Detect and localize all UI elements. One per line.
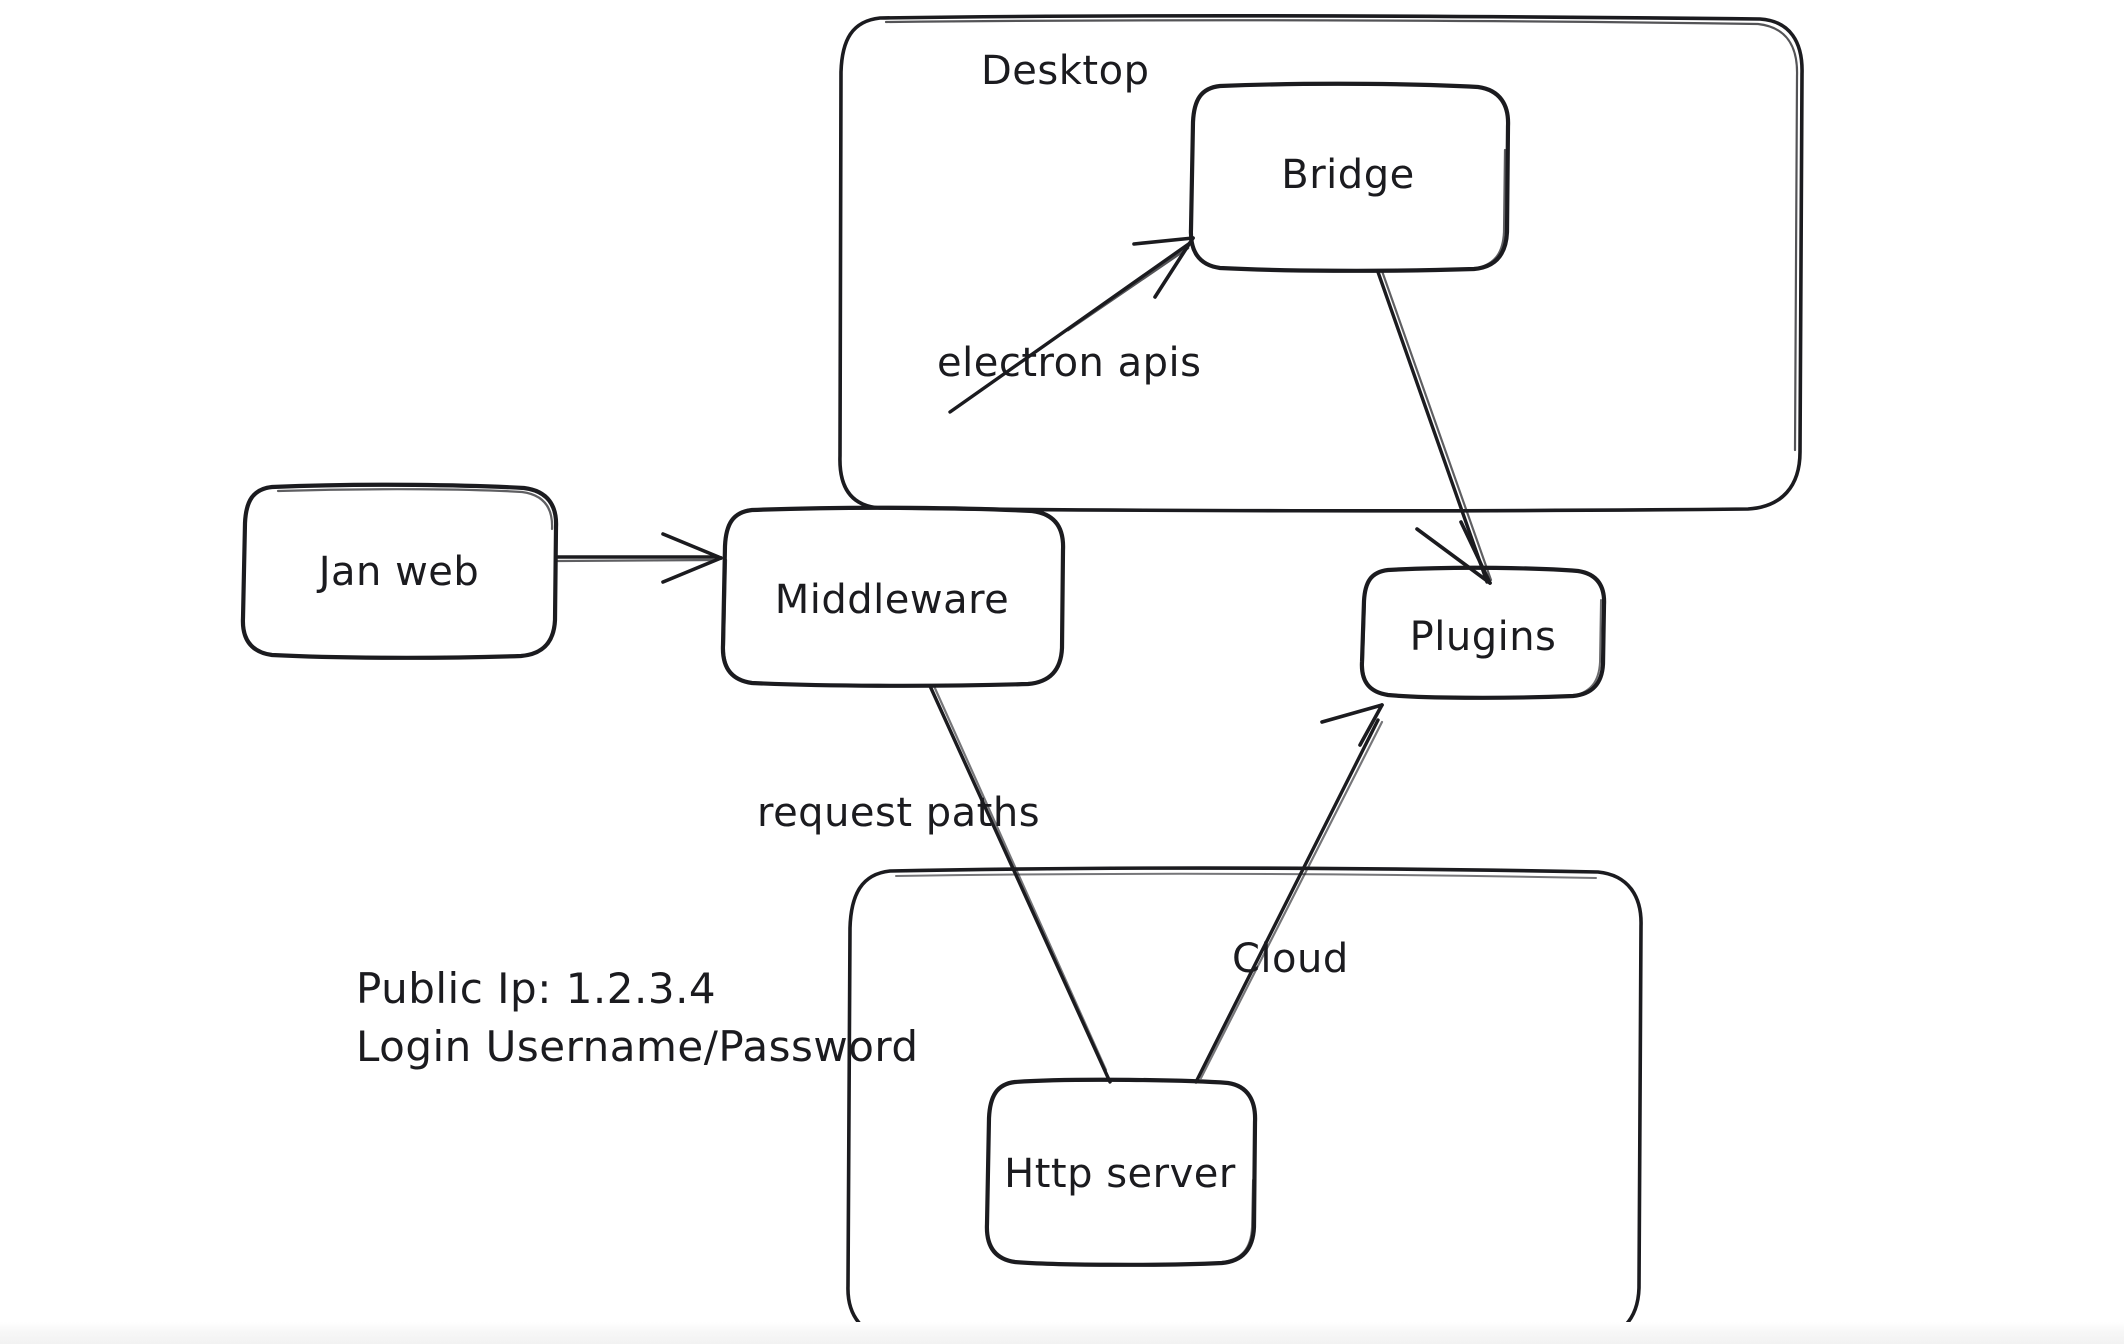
arrowhead-lower bbox=[1153, 236, 1195, 299]
plugins-box-second-pass bbox=[1361, 601, 1391, 696]
http-server-box-second-pass bbox=[1220, 1179, 1254, 1263]
arrowhead-lower bbox=[1320, 703, 1384, 724]
notes-block: Public Ip: 1.2.3.4 Login Username/Passwo… bbox=[356, 964, 919, 1071]
login-note: Login Username/Password bbox=[356, 1022, 919, 1071]
bridge-label: Bridge bbox=[1281, 152, 1414, 198]
cloud-boundary-second-pass bbox=[895, 872, 1597, 879]
bridge-box-second-pass bbox=[1470, 148, 1507, 271]
middleware-label: Middleware bbox=[775, 577, 1010, 623]
edge-jan-web-to-middleware bbox=[556, 532, 723, 584]
node-middleware[interactable]: Middleware bbox=[720, 505, 1066, 688]
edge-line-second-pass bbox=[556, 558, 718, 563]
arrowhead-upper bbox=[1132, 236, 1195, 246]
public-ip-note: Public Ip: 1.2.3.4 bbox=[356, 964, 716, 1013]
arrowhead-lower bbox=[661, 556, 723, 584]
arrowhead-upper bbox=[661, 532, 723, 560]
http-server-box bbox=[984, 1077, 1258, 1267]
node-http-server[interactable]: Http server bbox=[984, 1077, 1258, 1267]
group-desktop[interactable]: Desktop bbox=[838, 13, 1804, 513]
cloud-edge-label: Cloud bbox=[1232, 936, 1349, 982]
edge-bridge-to-plugins bbox=[1376, 269, 1493, 585]
edge-http-server-to-plugins: Cloud bbox=[1194, 703, 1384, 1084]
request-paths-edge-label: request paths bbox=[757, 790, 1040, 836]
edge-middleware-to-bridge: electron apis bbox=[937, 236, 1201, 414]
edge-middleware-to-http-server: request paths bbox=[757, 684, 1112, 1084]
middleware-box-second-pass bbox=[722, 558, 756, 686]
desktop-boundary bbox=[838, 13, 1804, 513]
edge-line bbox=[928, 684, 1112, 1084]
arrowhead-upper bbox=[1358, 703, 1384, 747]
edge-line-second-pass bbox=[1199, 720, 1384, 1080]
plugins-label: Plugins bbox=[1410, 614, 1557, 660]
edge-line-second-pass bbox=[1066, 246, 1190, 332]
node-bridge[interactable]: Bridge bbox=[1188, 81, 1511, 273]
jan-web-box bbox=[240, 482, 559, 660]
node-plugins[interactable]: Plugins bbox=[1359, 565, 1607, 700]
edge-line-second-pass bbox=[1380, 269, 1493, 582]
desktop-group-label: Desktop bbox=[981, 48, 1149, 94]
edge-line bbox=[1376, 270, 1489, 584]
desktop-boundary-second-pass bbox=[884, 19, 1799, 452]
jan-web-label: Jan web bbox=[316, 549, 480, 595]
edge-line-second-pass bbox=[932, 684, 1108, 1072]
edge-line bbox=[1194, 718, 1380, 1084]
arrowhead-right bbox=[1459, 520, 1492, 585]
node-jan-web[interactable]: Jan web bbox=[240, 482, 559, 660]
arrowhead-left bbox=[1415, 527, 1492, 585]
electron-apis-edge-label: electron apis bbox=[937, 340, 1201, 386]
http-server-label: Http server bbox=[1004, 1151, 1236, 1197]
jan-web-box-second-pass bbox=[276, 488, 554, 531]
plugins-box-third-pass bbox=[1570, 599, 1602, 697]
